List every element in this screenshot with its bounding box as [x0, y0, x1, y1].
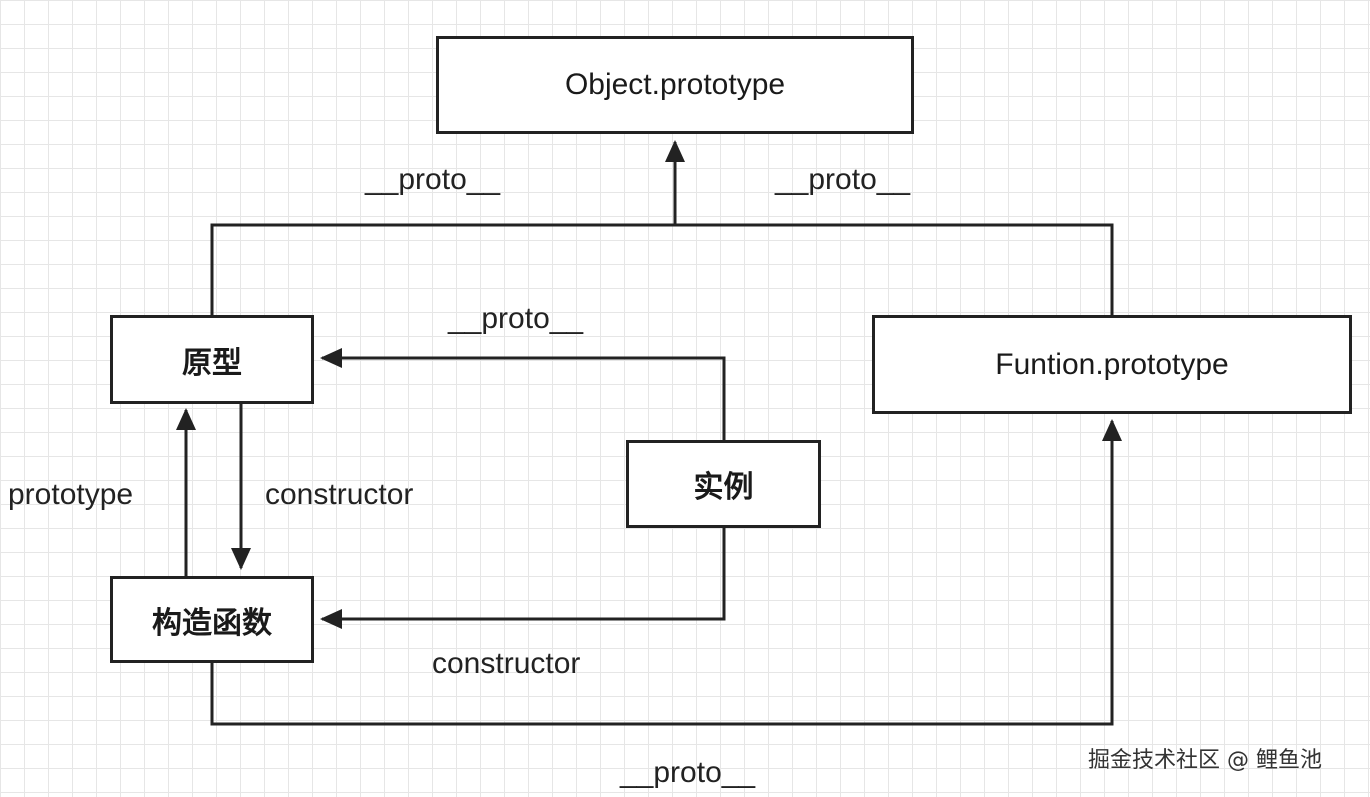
edge-instance-to-yuanxing — [320, 348, 726, 440]
edge-label-proto-top-left: __proto__ — [365, 163, 501, 196]
edge-label-proto-bottom: __proto__ — [620, 756, 756, 789]
node-function-prototype: Funtion.prototype — [872, 315, 1352, 414]
node-function-prototype-label: Funtion.prototype — [995, 347, 1229, 381]
edge-instance-to-constructor-fn — [320, 527, 726, 629]
edge-label-prototype: prototype — [8, 478, 134, 511]
node-object-prototype: Object.prototype — [436, 36, 914, 134]
edge-yuanxing-to-object-prototype — [210, 223, 1114, 315]
edge-label-proto-top-right: __proto__ — [775, 163, 911, 196]
node-gouzao-hanshu: 构造函数 — [110, 576, 314, 663]
edge-label-proto-instance: __proto__ — [448, 302, 584, 335]
edge-label-constructor-mid: constructor — [265, 478, 414, 511]
edge-constructor-fn-to-function-prototype — [210, 419, 1122, 726]
node-shili: 实例 — [626, 440, 821, 528]
edge-label-constructor-bottom: constructor — [432, 647, 581, 680]
node-yuanxing-label: 原型 — [182, 345, 242, 381]
watermark-text: 掘金技术社区 @ 鲤鱼池 — [1088, 748, 1322, 773]
node-shili-label: 实例 — [693, 470, 754, 505]
node-yuanxing: 原型 — [110, 315, 314, 404]
node-gouzao-hanshu-label: 构造函数 — [152, 605, 272, 641]
node-object-prototype-label: Object.prototype — [564, 68, 786, 101]
